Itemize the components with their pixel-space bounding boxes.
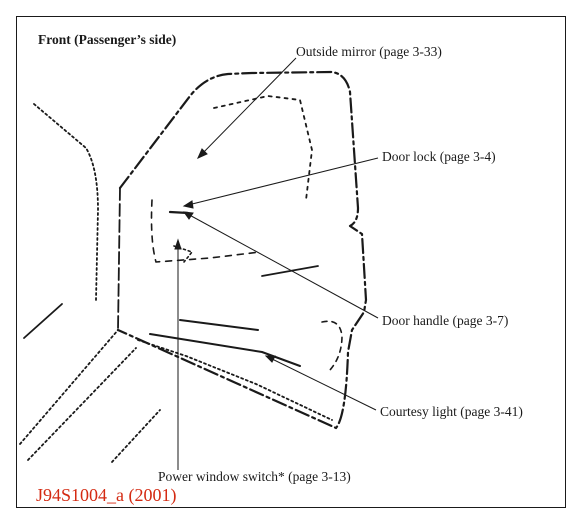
sill-left-2 xyxy=(27,347,137,461)
arrowhead-door-lock xyxy=(182,200,194,209)
leader-door-handle xyxy=(183,211,379,319)
callout-door-lock: Door lock (page 3-4) xyxy=(382,149,496,164)
body-dash xyxy=(23,303,63,339)
callout-outside-mirror: Outside mirror (page 3-33) xyxy=(296,44,442,59)
body-pillar-inner xyxy=(117,187,121,331)
leader-outside-mirror xyxy=(197,57,297,159)
callout-courtesy-light: Courtesy light (page 3-41) xyxy=(380,404,523,419)
callout-power-window-switch: Power window switch* (page 3-13) xyxy=(158,469,351,484)
inner-panel-line xyxy=(150,199,261,263)
door-outline xyxy=(116,70,368,430)
body-pillar xyxy=(33,103,99,301)
trim-strip xyxy=(261,265,319,277)
speaker-arc xyxy=(321,320,343,371)
mirror-housing xyxy=(213,95,313,201)
arrowhead-door-handle xyxy=(182,211,194,220)
figure-code: J94S1004_a (2001) xyxy=(36,485,177,505)
arrowhead-outside-mirror xyxy=(197,148,208,159)
leader-courtesy-light xyxy=(265,355,377,411)
door-pocket xyxy=(149,333,301,367)
sill-left xyxy=(19,329,119,445)
arrowhead-power-window-switch xyxy=(174,238,182,250)
figure-frame xyxy=(16,16,566,508)
callout-door-handle: Door handle (page 3-7) xyxy=(382,313,509,328)
armrest xyxy=(179,319,259,331)
arrowhead-courtesy-light xyxy=(264,355,276,363)
lower-trim xyxy=(137,339,333,421)
leader-door-lock xyxy=(183,157,379,207)
sill-bottom xyxy=(111,409,161,463)
figure-heading: Front (Passenger’s side) xyxy=(38,32,177,47)
